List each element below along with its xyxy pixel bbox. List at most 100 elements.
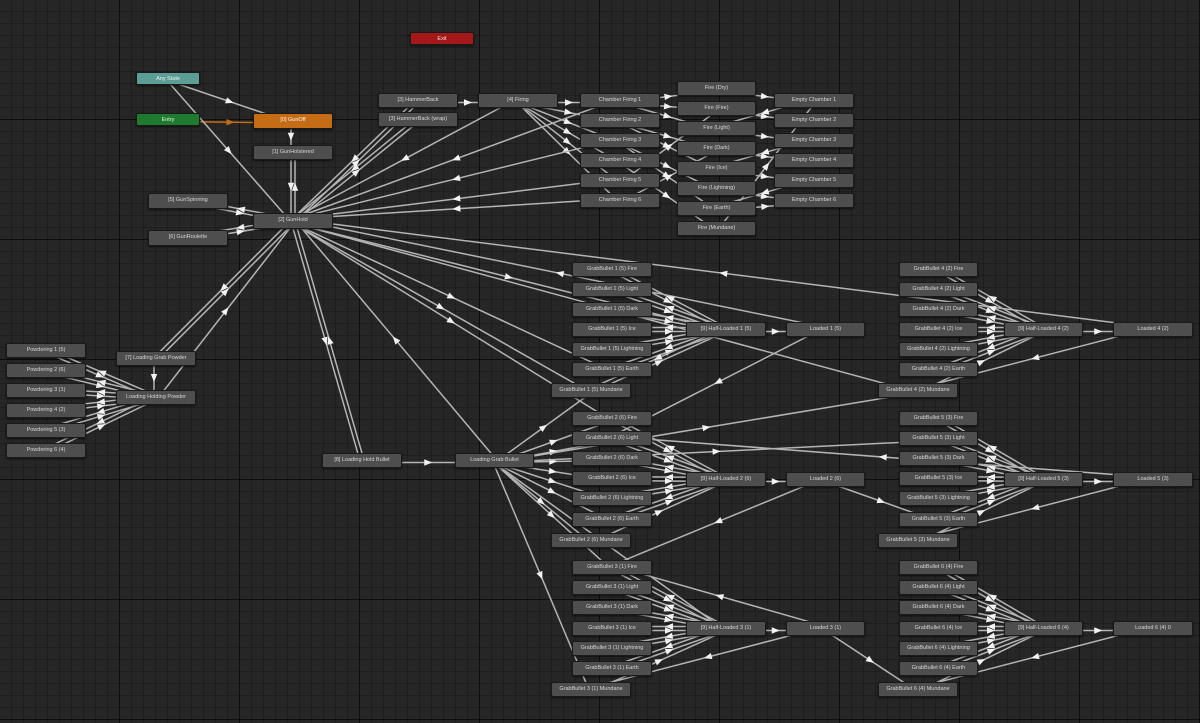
state-grabbullet-4-earth[interactable]: GrabBullet 4 (2) Earth [899, 362, 978, 377]
transition-hl6-to-g6_fire[interactable] [939, 565, 1045, 628]
state-grabbullet-6-dark[interactable]: GrabBullet 6 (4) Dark [899, 600, 978, 615]
state-fire-lightning[interactable]: Fire (Lightning) [677, 181, 756, 196]
state-fire-mundane[interactable]: Fire (Mundane) [677, 221, 756, 236]
transition-gunhold-to-g1_mundane[interactable] [291, 222, 591, 393]
transition-ld4-to-gunhold[interactable] [293, 218, 1154, 329]
transition-lgb-to-g4_mundane[interactable] [494, 391, 919, 464]
state-grabbullet-2-light[interactable]: GrabBullet 2 (6) Light [572, 431, 652, 446]
state-fire-light[interactable]: Fire (Light) [677, 121, 756, 136]
state-any-state[interactable]: Any State [136, 72, 200, 85]
state-grabbullet-2-ice[interactable]: GrabBullet 2 (6) Ice [572, 471, 652, 486]
transition-g6_fire-to-hl6[interactable] [937, 568, 1043, 631]
state-empty-chamber-5[interactable]: Empty Chamber 5 [774, 173, 854, 188]
transition-ld3-to-g6_mundane[interactable] [823, 629, 918, 692]
state-grabbullet-6-ice[interactable]: GrabBullet 6 (4) Ice [899, 621, 978, 636]
transition-gunhold-to-hammerback_wrap[interactable] [293, 120, 420, 224]
state-grabbullet-5-dark[interactable]: GrabBullet 5 (3) Dark [899, 451, 978, 466]
transition-lgb-to-g2_mundane[interactable] [492, 461, 591, 543]
state-firing[interactable]: [4] Firing [478, 93, 558, 108]
state-loading-grab-powder[interactable]: [7] Loading Grab Powder [116, 351, 196, 366]
state-grabbullet-4-mundane[interactable]: GrabBullet 4 (2) Mundane [878, 383, 958, 398]
state-grabbullet-3-light[interactable]: GrabBullet 3 (1) Light [572, 580, 652, 595]
transition-cf3-to-gunhold[interactable] [292, 137, 620, 220]
transition-any_state-to-gunhold[interactable] [165, 79, 293, 223]
state-fire-ice[interactable]: Fire (Ice) [677, 161, 756, 176]
state-grabbullet-3-mundane[interactable]: GrabBullet 3 (1) Mundane [551, 682, 631, 697]
state-grabbullet-1-earth[interactable]: GrabBullet 1 (5) Earth [572, 362, 652, 377]
state-gunoff[interactable]: [0] GunOff [253, 113, 333, 129]
state-loaded-2[interactable]: Loaded 2 (6) [786, 472, 865, 487]
state-grabbullet-5-earth[interactable]: GrabBullet 5 (3) Earth [899, 512, 978, 527]
state-grabbullet-1-fire[interactable]: GrabBullet 1 (5) Fire [572, 262, 652, 277]
state-grabbullet-4-ice[interactable]: GrabBullet 4 (2) Ice [899, 322, 978, 337]
state-empty-chamber-3[interactable]: Empty Chamber 3 [774, 133, 854, 148]
state-loading-grab-bullet[interactable]: Loading Grab Bullet [455, 453, 534, 468]
state-hammerback[interactable]: [3] HammerBack [378, 93, 458, 108]
transition-ld6-to-g6_mundane[interactable] [917, 625, 1153, 689]
state-half-loaded-4[interactable]: [9] Half-Loaded 4 (2) [1004, 322, 1083, 337]
transition-ld2-to-g3_fire[interactable] [610, 476, 826, 567]
state-grabbullet-3-dark[interactable]: GrabBullet 3 (1) Dark [572, 600, 652, 615]
transition-ld5-to-g5_mundane[interactable] [917, 476, 1153, 540]
transition-ld3-to-g3_fire[interactable] [612, 564, 827, 628]
state-empty-chamber-4[interactable]: Empty Chamber 4 [774, 153, 854, 168]
transition-hl4-to-g4_fire[interactable] [939, 267, 1045, 329]
state-chamber-firing-6[interactable]: Chamber Firing 6 [580, 193, 660, 208]
state-powdering-1[interactable]: Powdering 1 (5) [6, 343, 86, 358]
state-gunhold[interactable]: [2] GunHold [253, 213, 333, 229]
state-fire-dark[interactable]: Fire (Dark) [677, 141, 756, 156]
state-loading-holding-powder[interactable]: Loading Holding Powder [116, 390, 196, 405]
transition-ld4-to-g4_mundane[interactable] [917, 326, 1153, 390]
transition-lgp-to-gunhold[interactable] [156, 221, 295, 361]
transition-cf1-to-gunhold[interactable] [292, 97, 620, 220]
state-loaded-1[interactable]: Loaded 1 (5) [786, 322, 865, 337]
state-grabbullet-3-earth[interactable]: GrabBullet 3 (1) Earth [572, 661, 652, 676]
state-exit[interactable]: Exit [410, 32, 474, 45]
transition-g3_fire-to-hl3[interactable] [610, 568, 726, 631]
state-powdering-3[interactable]: Powdering 3 (1) [6, 383, 86, 398]
state-half-loaded-1[interactable]: [9] Half-Loaded 1 (5) [686, 322, 766, 337]
state-grabbullet-3-lightning[interactable]: GrabBullet 3 (1) Lightning [572, 641, 652, 656]
state-chamber-firing-4[interactable]: Chamber Firing 4 [580, 153, 660, 168]
state-empty-chamber-2[interactable]: Empty Chamber 2 [774, 113, 854, 128]
transition-firing-to-gunhold[interactable] [291, 98, 518, 220]
state-fire-fire[interactable]: Fire (Fire) [677, 101, 756, 116]
state-grabbullet-5-fire[interactable]: GrabBullet 5 (3) Fire [899, 411, 978, 426]
transition-gunhold-to-lgp[interactable] [154, 219, 293, 358]
state-grabbullet-3-fire[interactable]: GrabBullet 3 (1) Fire [572, 560, 652, 575]
state-grabbullet-6-light[interactable]: GrabBullet 6 (4) Light [899, 580, 978, 595]
state-fire-dry[interactable]: Fire (Dry) [677, 81, 756, 96]
transition-g5_fire-to-hl5[interactable] [937, 419, 1043, 482]
state-grabbullet-6-fire[interactable]: GrabBullet 6 (4) Fire [899, 560, 978, 575]
state-gunroulette[interactable]: [6] GunRoulette [148, 230, 228, 246]
state-gunspinning[interactable]: [5] GunSpinning [148, 193, 228, 209]
state-grabbullet-2-lightning[interactable]: GrabBullet 2 (6) Lightning [572, 491, 652, 506]
state-grabbullet-5-mundane[interactable]: GrabBullet 5 (3) Mundane [878, 533, 958, 548]
state-grabbullet-6-earth[interactable]: GrabBullet 6 (4) Earth [899, 661, 978, 676]
state-chamber-firing-2[interactable]: Chamber Firing 2 [580, 113, 660, 128]
state-powdering-4[interactable]: Powdering 4 (2) [6, 403, 86, 418]
transition-lgb-to-gunhold[interactable] [293, 219, 497, 460]
state-half-loaded-5[interactable]: [9] Half-Loaded 5 (3) [1004, 472, 1083, 487]
transition-g1_mundane-to-hl1[interactable] [591, 330, 728, 394]
transition-hammerback_wrap-to-gunhold[interactable] [291, 117, 418, 221]
transition-gunhold-to-lhb[interactable] [290, 221, 361, 462]
state-grabbullet-4-light[interactable]: GrabBullet 4 (2) Light [899, 282, 978, 297]
state-empty-chamber-6[interactable]: Empty Chamber 6 [774, 193, 854, 208]
state-loading-hold-bullet[interactable]: [8] Loading Hold Bullet [322, 453, 402, 468]
transition-gunhold-to-gunholstered[interactable] [291, 152, 299, 222]
state-loaded-5[interactable]: Loaded 5 (3) [1113, 472, 1193, 487]
state-grabbullet-4-lightning[interactable]: GrabBullet 4 (2) Lightning [899, 342, 978, 357]
transition-ld5-to-g2_light[interactable] [612, 435, 1154, 479]
transition-g4_fire-to-hl4[interactable] [937, 270, 1043, 332]
state-powdering-2[interactable]: Powdering 2 (6) [6, 363, 86, 378]
state-grabbullet-2-mundane[interactable]: GrabBullet 2 (6) Mundane [551, 533, 631, 548]
transition-lhp-to-gunhold[interactable] [156, 221, 296, 400]
state-half-loaded-2[interactable]: [9] Half-Loaded 2 (6) [686, 472, 766, 487]
state-entry[interactable]: Entry [136, 113, 200, 126]
state-empty-chamber-1[interactable]: Empty Chamber 1 [774, 93, 854, 108]
state-chamber-firing-3[interactable]: Chamber Firing 3 [580, 133, 660, 148]
state-grabbullet-5-ice[interactable]: GrabBullet 5 (3) Ice [899, 471, 978, 486]
transition-lgb-to-g2_earth[interactable] [493, 461, 612, 522]
state-grabbullet-2-fire[interactable]: GrabBullet 2 (6) Fire [572, 411, 652, 426]
